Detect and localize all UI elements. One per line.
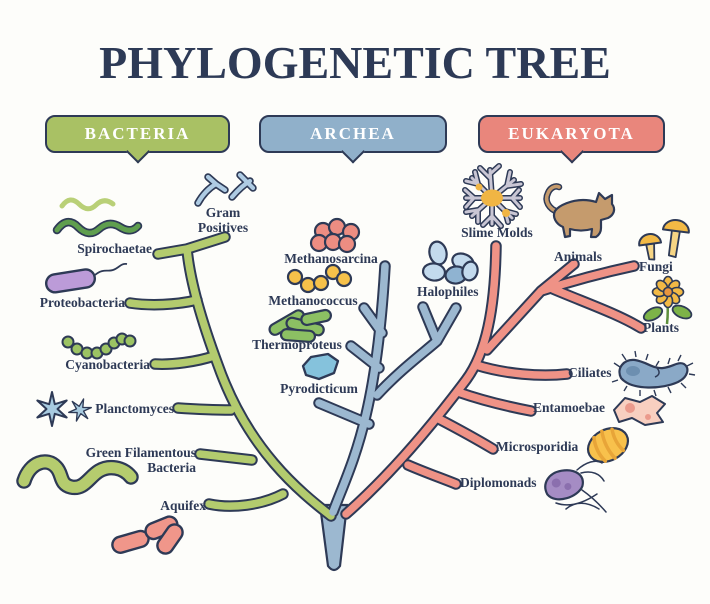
label-fungi: Fungi <box>639 259 673 274</box>
slime-molds-icon <box>462 163 524 229</box>
eukaryota-badge: EUKARYOTA <box>478 115 665 153</box>
proteobacteria-icon <box>44 262 128 294</box>
label-halophiles: Halophiles <box>417 284 479 299</box>
label-animals: Animals <box>553 249 602 264</box>
entamoebae-icon <box>613 395 666 426</box>
label-proteobacteria: Proteobacteria <box>39 295 125 310</box>
cyanobacteria-icon <box>61 332 137 360</box>
bacteria-badge: BACTERIA <box>45 115 230 153</box>
archea-badge: ARCHEA <box>259 115 447 153</box>
fungi-icon <box>638 218 690 261</box>
label-methanococcus: Methanococcus <box>268 293 358 308</box>
label-pyrodicticum: Pyrodicticum <box>280 381 358 396</box>
label-ciliates: Ciliates <box>568 365 612 380</box>
spirochaetae-icon <box>52 197 143 238</box>
diplomonads-icon <box>544 460 607 513</box>
label-spirochaetae: Spirochaetae <box>77 241 152 256</box>
label-cyanobacteria: Cyanobacteria <box>65 357 150 372</box>
methanosarcina-icon <box>309 217 361 254</box>
page-title: PHYLOGENETIC TREE <box>99 37 611 88</box>
planctomyces-icon <box>36 391 92 427</box>
label-slime-molds: Slime Molds <box>461 225 533 240</box>
eukaryota-branch <box>342 242 645 518</box>
ciliates-icon <box>611 350 696 397</box>
thermoproteus-icon <box>268 308 332 343</box>
tree-root-trunk <box>318 503 349 572</box>
animals-cat-icon <box>543 183 616 239</box>
label-planctomyces: Planctomyces <box>95 401 174 416</box>
aquifex-icon <box>111 515 184 555</box>
label-plants: Plants <box>643 320 680 335</box>
pyrodicticum-icon <box>301 352 340 381</box>
label-green-filamentous-bacteria: Green Filamentous Bacteria <box>85 445 196 476</box>
methanococcus-icon <box>286 263 353 294</box>
label-entamoebae: Entamoebae <box>533 400 605 415</box>
label-methanosarcina: Methanosarcina <box>284 251 378 266</box>
halophiles-icon <box>421 240 479 285</box>
green-filamentous-icon <box>16 454 139 496</box>
microsporidia-icon <box>586 427 630 463</box>
plants-icon <box>642 275 693 325</box>
bacteria-branch <box>126 233 335 520</box>
label-diplomonads: Diplomonads <box>460 475 537 490</box>
archea-branch <box>315 262 460 516</box>
label-thermoproteus: Thermoproteus <box>252 337 342 352</box>
gram-positives-icon <box>194 171 257 207</box>
label-aquifex: Aquifex <box>160 498 206 513</box>
label-microsporidia: Microsporidia <box>496 439 579 454</box>
label-gram-positives: Gram Positives <box>197 205 249 236</box>
